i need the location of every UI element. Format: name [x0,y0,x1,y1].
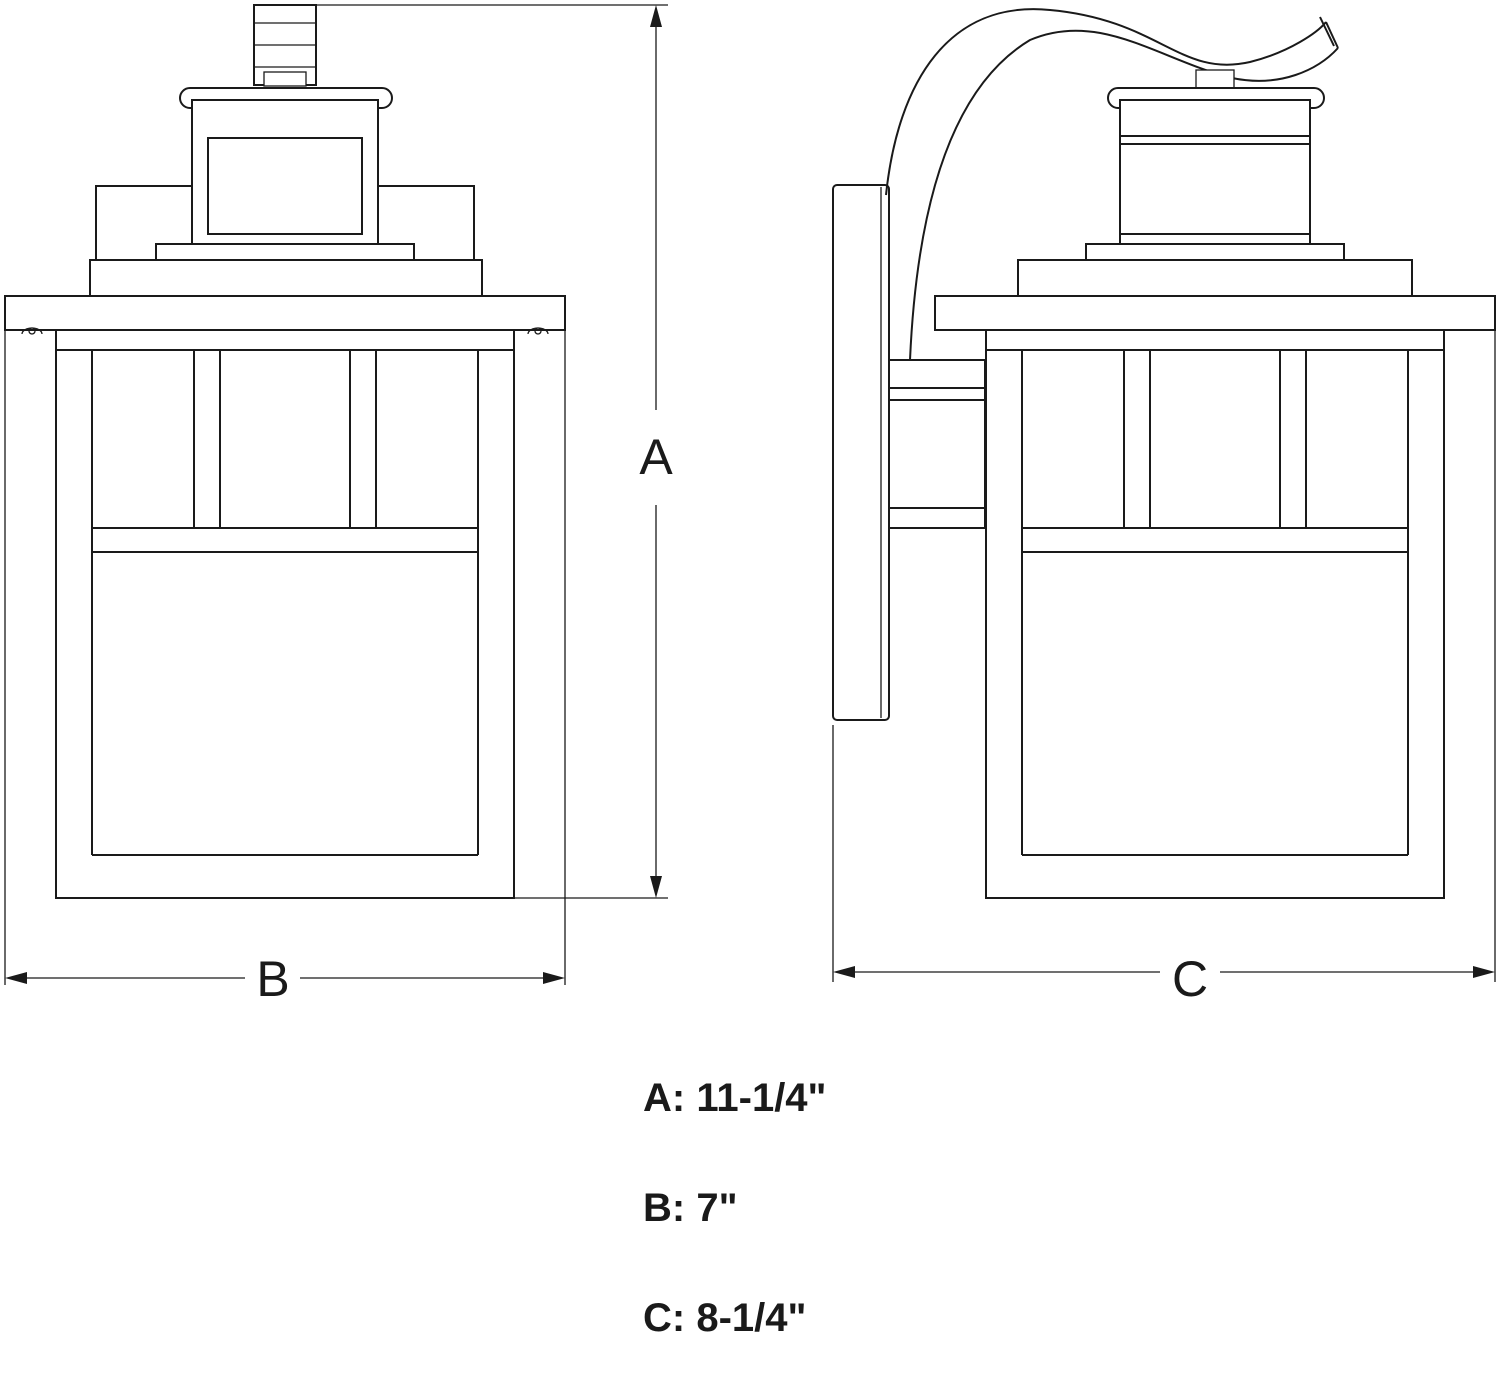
side-curved-arm [885,8,1327,196]
lantern-dimension-drawing: A B C [4,4,1496,1007]
spec-row-c: C: 8-1/4" [643,1288,827,1398]
dimension-specs: A: 11-1/4" B: 7" C: 8-1/4" [643,1068,827,1398]
front-housing-window [207,137,363,235]
side-view [832,8,1496,899]
side-body-frame [985,329,1445,899]
spec-a-label: A: [643,1076,686,1120]
dimension-a-label: A [639,429,673,485]
dimension-a: A [316,4,673,899]
side-housing [1119,99,1311,245]
spec-c-value: 8-1/4" [696,1296,807,1340]
spec-c-label: C: [643,1296,686,1340]
spec-b-value: 7" [696,1186,738,1230]
dimension-b: B [4,330,566,1007]
front-view [4,4,566,899]
spec-row-a: A: 11-1/4" [643,1068,827,1178]
dimension-c-label: C [1172,951,1208,1007]
spec-b-label: B: [643,1186,686,1230]
dimension-c: C [832,330,1496,1007]
spec-row-b: B: 7" [643,1178,827,1288]
dimension-b-label: B [256,951,289,1007]
front-roof [4,295,566,331]
spec-a-value: 11-1/4" [696,1076,827,1120]
side-roof [934,295,1496,331]
front-body-frame [55,329,515,899]
front-housing [191,99,379,245]
